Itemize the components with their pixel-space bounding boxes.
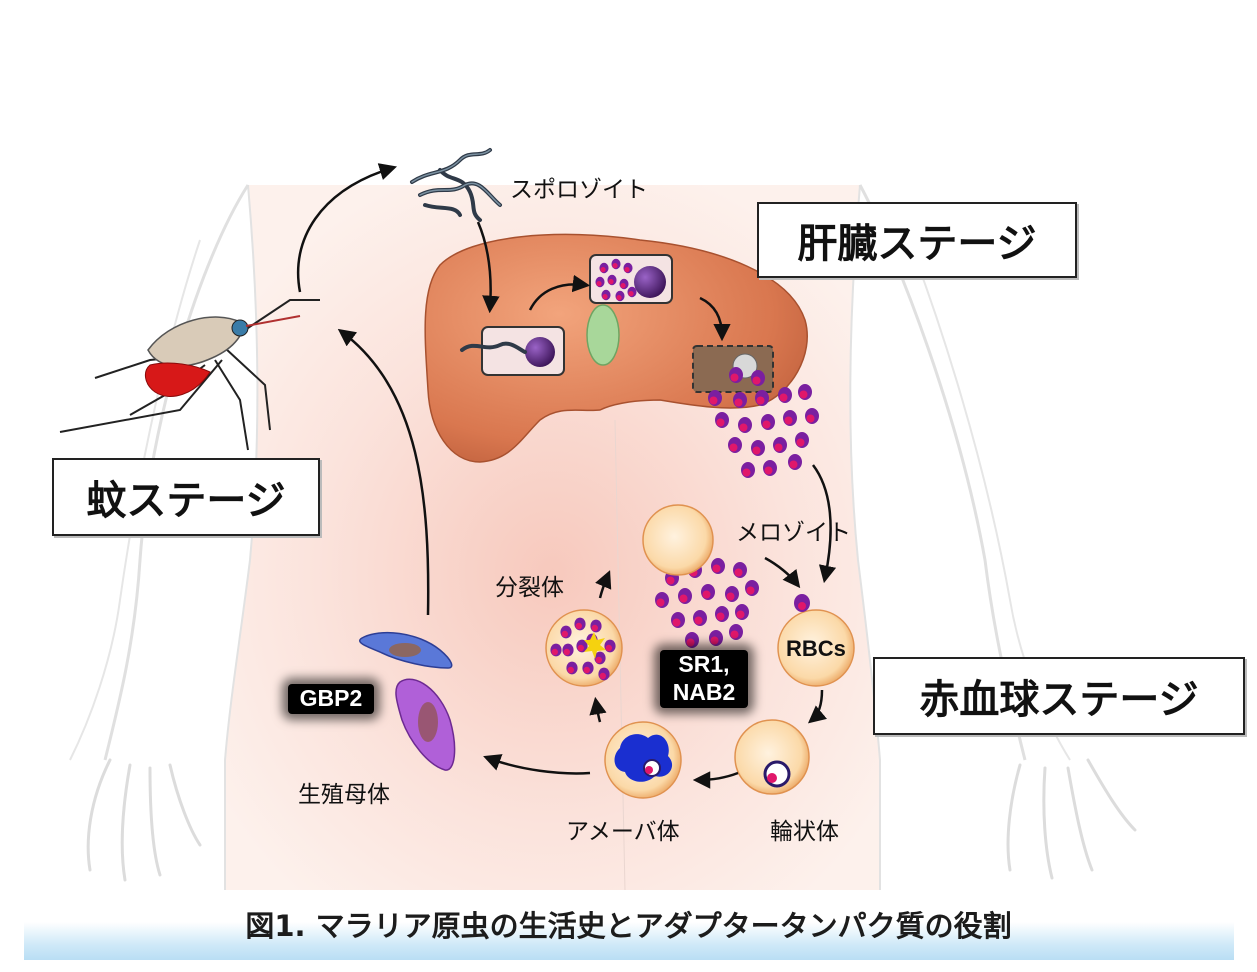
merozoite — [685, 632, 699, 648]
merozoite — [599, 262, 609, 274]
merozoite — [607, 274, 617, 286]
merozoite — [604, 639, 616, 653]
cycle-arrows — [296, 163, 837, 789]
merozoite — [619, 278, 629, 290]
caption-band — [24, 922, 1234, 960]
merozoite — [590, 619, 602, 633]
merozoite — [805, 408, 819, 424]
merozoite — [595, 276, 605, 288]
rbc-bursting — [642, 504, 714, 576]
merozoite — [576, 639, 588, 653]
stage-box-mosquito: 蚊ステージ — [52, 458, 320, 536]
merozoite — [623, 262, 633, 274]
merozoite — [755, 390, 769, 406]
merozoite — [627, 286, 637, 298]
merozoite — [711, 558, 725, 574]
merozoite — [798, 384, 812, 400]
gallbladder — [586, 304, 620, 366]
label-schizont: 分裂体 — [495, 575, 564, 601]
figure-caption: 図1. マラリア原虫の生活史とアダプタータンパク質の役割 — [245, 909, 1012, 943]
merozoite — [745, 580, 759, 596]
merozoite — [582, 661, 594, 675]
merozoite — [562, 643, 574, 657]
merozoite — [738, 417, 752, 433]
merozoite — [788, 454, 802, 470]
merozoite — [574, 617, 586, 631]
merozoite — [735, 604, 749, 620]
merozoite — [733, 392, 747, 408]
merozoite — [728, 437, 742, 453]
merozoite — [594, 651, 606, 665]
merozoite — [701, 584, 715, 600]
merozoite — [560, 625, 572, 639]
merozoite — [783, 410, 797, 426]
merozoite — [615, 290, 625, 302]
merozoite — [598, 667, 610, 681]
merozoite — [761, 414, 775, 430]
merozoite — [715, 412, 729, 428]
merozoite — [733, 562, 747, 578]
label-amoeboid: アメーバ体 — [566, 819, 680, 845]
label-merozoite: メロゾイト — [736, 520, 851, 546]
merozoite — [751, 370, 765, 386]
protein-tag-sr1-nab2: SR1, NAB2 — [660, 650, 748, 708]
rbc-ring-stage — [734, 719, 810, 795]
merozoite — [763, 460, 777, 476]
merozoite — [678, 588, 692, 604]
merozoite — [795, 432, 809, 448]
protein-tag-gbp2: GBP2 — [288, 684, 374, 714]
merozoite — [671, 612, 685, 628]
gametocyte-male — [359, 631, 453, 669]
merozoite — [715, 606, 729, 622]
merozoite — [778, 387, 792, 403]
label-sporozoite: スポロゾイト — [510, 177, 648, 203]
merozoite — [729, 367, 743, 383]
merozoite-attaching — [794, 594, 810, 612]
label-rbcs: RBCs — [786, 636, 846, 661]
merozoite — [751, 440, 765, 456]
merozoite — [601, 289, 611, 301]
stage-box-liver: 肝臓ステージ — [757, 202, 1077, 278]
gametocyte-female — [395, 678, 456, 771]
merozoite-cloud — [708, 367, 819, 478]
merozoite — [693, 610, 707, 626]
rbc-amoeboid-stage — [604, 721, 682, 799]
hepatocyte-sporozoite — [460, 326, 565, 376]
stage-box-erythrocyte: 赤血球ステージ — [873, 657, 1245, 735]
merozoite — [550, 643, 562, 657]
mosquito — [59, 299, 320, 451]
merozoite — [725, 586, 739, 602]
protein-sr1: SR1, — [678, 651, 730, 677]
label-gametocyte: 生殖母体 — [298, 782, 390, 808]
hepatocyte-schizont — [589, 254, 673, 304]
merozoite — [773, 437, 787, 453]
protein-nab2: NAB2 — [672, 679, 736, 705]
merozoite — [655, 592, 669, 608]
merozoite — [566, 661, 578, 675]
merozoite — [611, 258, 621, 270]
liver — [424, 233, 808, 463]
merozoite — [708, 390, 722, 406]
merozoite — [709, 630, 723, 646]
rbc-schizont-stage — [545, 609, 623, 687]
rbc-uninfected — [777, 594, 855, 687]
merozoite — [729, 624, 743, 640]
merozoite — [741, 462, 755, 478]
label-ring: 輪状体 — [770, 819, 839, 845]
